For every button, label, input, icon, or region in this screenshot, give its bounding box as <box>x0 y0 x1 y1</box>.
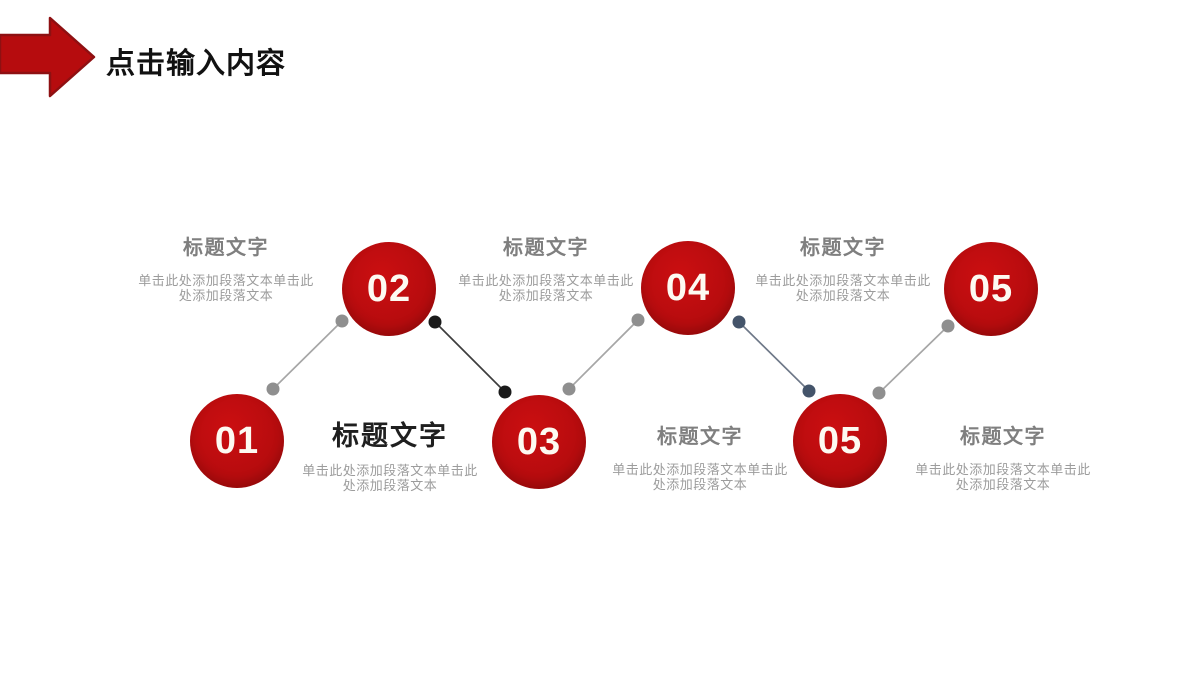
step-circle-02: 02 <box>342 242 436 336</box>
connector-dot <box>335 314 349 328</box>
connector-dot <box>631 313 645 327</box>
step-label: 标题文字单击此处添加段落文本单击此处添加段落文本 <box>733 231 953 303</box>
connector <box>732 315 816 398</box>
connector-dot <box>266 382 280 396</box>
connector <box>562 313 645 396</box>
step-label-title: 标题文字 <box>332 421 448 451</box>
step-label-title: 标题文字 <box>657 426 743 448</box>
step-label-desc: 单击此处添加段落文本单击此处添加段落文本 <box>138 273 314 303</box>
step-label: 标题文字单击此处添加段落文本单击此处添加段落文本 <box>590 420 810 492</box>
connector <box>266 314 349 396</box>
arrow-shape <box>0 16 96 98</box>
step-label-desc: 单击此处添加段落文本单击此处添加段落文本 <box>612 462 788 492</box>
step-circle-04: 04 <box>641 241 735 335</box>
header-arrow-icon <box>0 16 96 98</box>
step-circle-01: 01 <box>190 394 284 488</box>
step-number: 02 <box>366 267 412 310</box>
step-circle-03: 03 <box>492 395 586 489</box>
connector-line <box>434 321 506 393</box>
step-label-desc: 单击此处添加段落文本单击此处添加段落文本 <box>755 273 931 303</box>
step-circle-05: 05 <box>944 242 1038 336</box>
step-label: 标题文字单击此处添加段落文本单击此处添加段落文本 <box>893 420 1113 492</box>
step-label-title: 标题文字 <box>183 237 269 259</box>
connector-line <box>878 325 949 394</box>
step-number: 04 <box>665 266 711 309</box>
step-label-title: 标题文字 <box>800 237 886 259</box>
connector-line <box>568 319 639 390</box>
slide-title: 点击输入内容 <box>106 48 287 80</box>
connector-dot <box>732 315 746 329</box>
connector-dot <box>802 384 816 398</box>
step-label-title: 标题文字 <box>503 237 589 259</box>
step-number: 03 <box>516 420 562 463</box>
step-label-title: 标题文字 <box>960 426 1046 448</box>
connector <box>872 319 955 400</box>
step-label: 标题文字单击此处添加段落文本单击此处添加段落文本 <box>280 414 500 493</box>
connector-line <box>738 321 810 392</box>
step-number: 01 <box>214 419 260 462</box>
connector-dot <box>872 386 886 400</box>
connector-line <box>272 320 343 390</box>
connector <box>428 315 512 399</box>
step-label-desc: 单击此处添加段落文本单击此处添加段落文本 <box>458 273 634 303</box>
connector-dot <box>428 315 442 329</box>
connector-dot <box>941 319 955 333</box>
connector-dot <box>562 382 576 396</box>
connector-dot <box>498 385 512 399</box>
step-number: 05 <box>968 267 1014 310</box>
step-number: 05 <box>817 419 863 462</box>
step-label-desc: 单击此处添加段落文本单击此处添加段落文本 <box>915 462 1091 492</box>
step-label-desc: 单击此处添加段落文本单击此处添加段落文本 <box>302 463 478 493</box>
step-label: 标题文字单击此处添加段落文本单击此处添加段落文本 <box>116 231 336 303</box>
step-label: 标题文字单击此处添加段落文本单击此处添加段落文本 <box>436 231 656 303</box>
step-circle-05: 05 <box>793 394 887 488</box>
